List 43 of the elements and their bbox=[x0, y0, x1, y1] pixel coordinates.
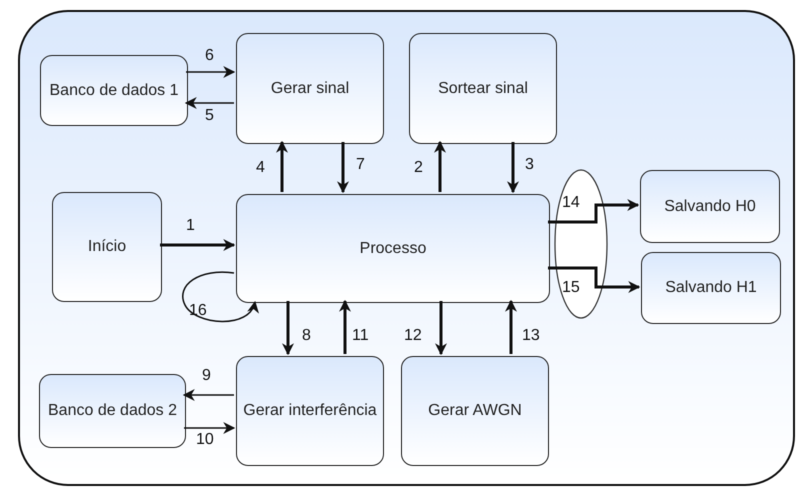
arrow bbox=[505, 300, 517, 354]
process-box: Gerar AWGN bbox=[401, 356, 549, 466]
arrow bbox=[282, 301, 294, 356]
arrow bbox=[182, 389, 234, 401]
process-box: Sortear sinal bbox=[409, 33, 557, 144]
arrow bbox=[184, 422, 236, 434]
arrow bbox=[507, 142, 519, 194]
process-box: Salvando H0 bbox=[640, 170, 780, 243]
edge-label: 6 bbox=[205, 48, 214, 64]
edge-label: 15 bbox=[562, 280, 580, 296]
arrow bbox=[337, 142, 349, 194]
arrow bbox=[548, 199, 640, 224]
edge-label: 1 bbox=[186, 218, 195, 234]
arrow bbox=[160, 239, 236, 251]
edge-label: 9 bbox=[202, 368, 211, 384]
edge-label: 16 bbox=[189, 303, 207, 319]
edge-label: 8 bbox=[302, 328, 311, 344]
edge-label: 2 bbox=[414, 160, 423, 176]
arrow bbox=[186, 66, 236, 78]
arrow bbox=[184, 97, 234, 109]
container-box bbox=[18, 10, 795, 486]
process-box: Banco de dados 2 bbox=[39, 374, 186, 448]
arrow bbox=[434, 140, 446, 192]
edge-label: 13 bbox=[522, 328, 540, 344]
arrow bbox=[548, 266, 640, 293]
edge-label: 5 bbox=[205, 108, 214, 124]
process-box: Salvando H1 bbox=[641, 252, 781, 324]
edge-label: 11 bbox=[352, 328, 369, 344]
edge-label: 12 bbox=[404, 328, 422, 344]
edge-label: 4 bbox=[256, 160, 265, 176]
arrow bbox=[182, 271, 258, 322]
process-box: Gerar interferência bbox=[236, 356, 384, 466]
edge-label: 14 bbox=[562, 195, 580, 211]
process-box: Processo bbox=[236, 194, 550, 303]
process-box: Início bbox=[52, 192, 162, 302]
arrow bbox=[276, 140, 288, 192]
edge-label: 3 bbox=[525, 157, 534, 173]
arrow bbox=[339, 300, 351, 354]
process-box: Gerar sinal bbox=[236, 33, 384, 144]
edge-label: 7 bbox=[356, 157, 365, 173]
edge-label: 10 bbox=[196, 432, 214, 448]
arrow bbox=[435, 301, 447, 356]
process-box: Banco de dados 1 bbox=[40, 55, 188, 126]
